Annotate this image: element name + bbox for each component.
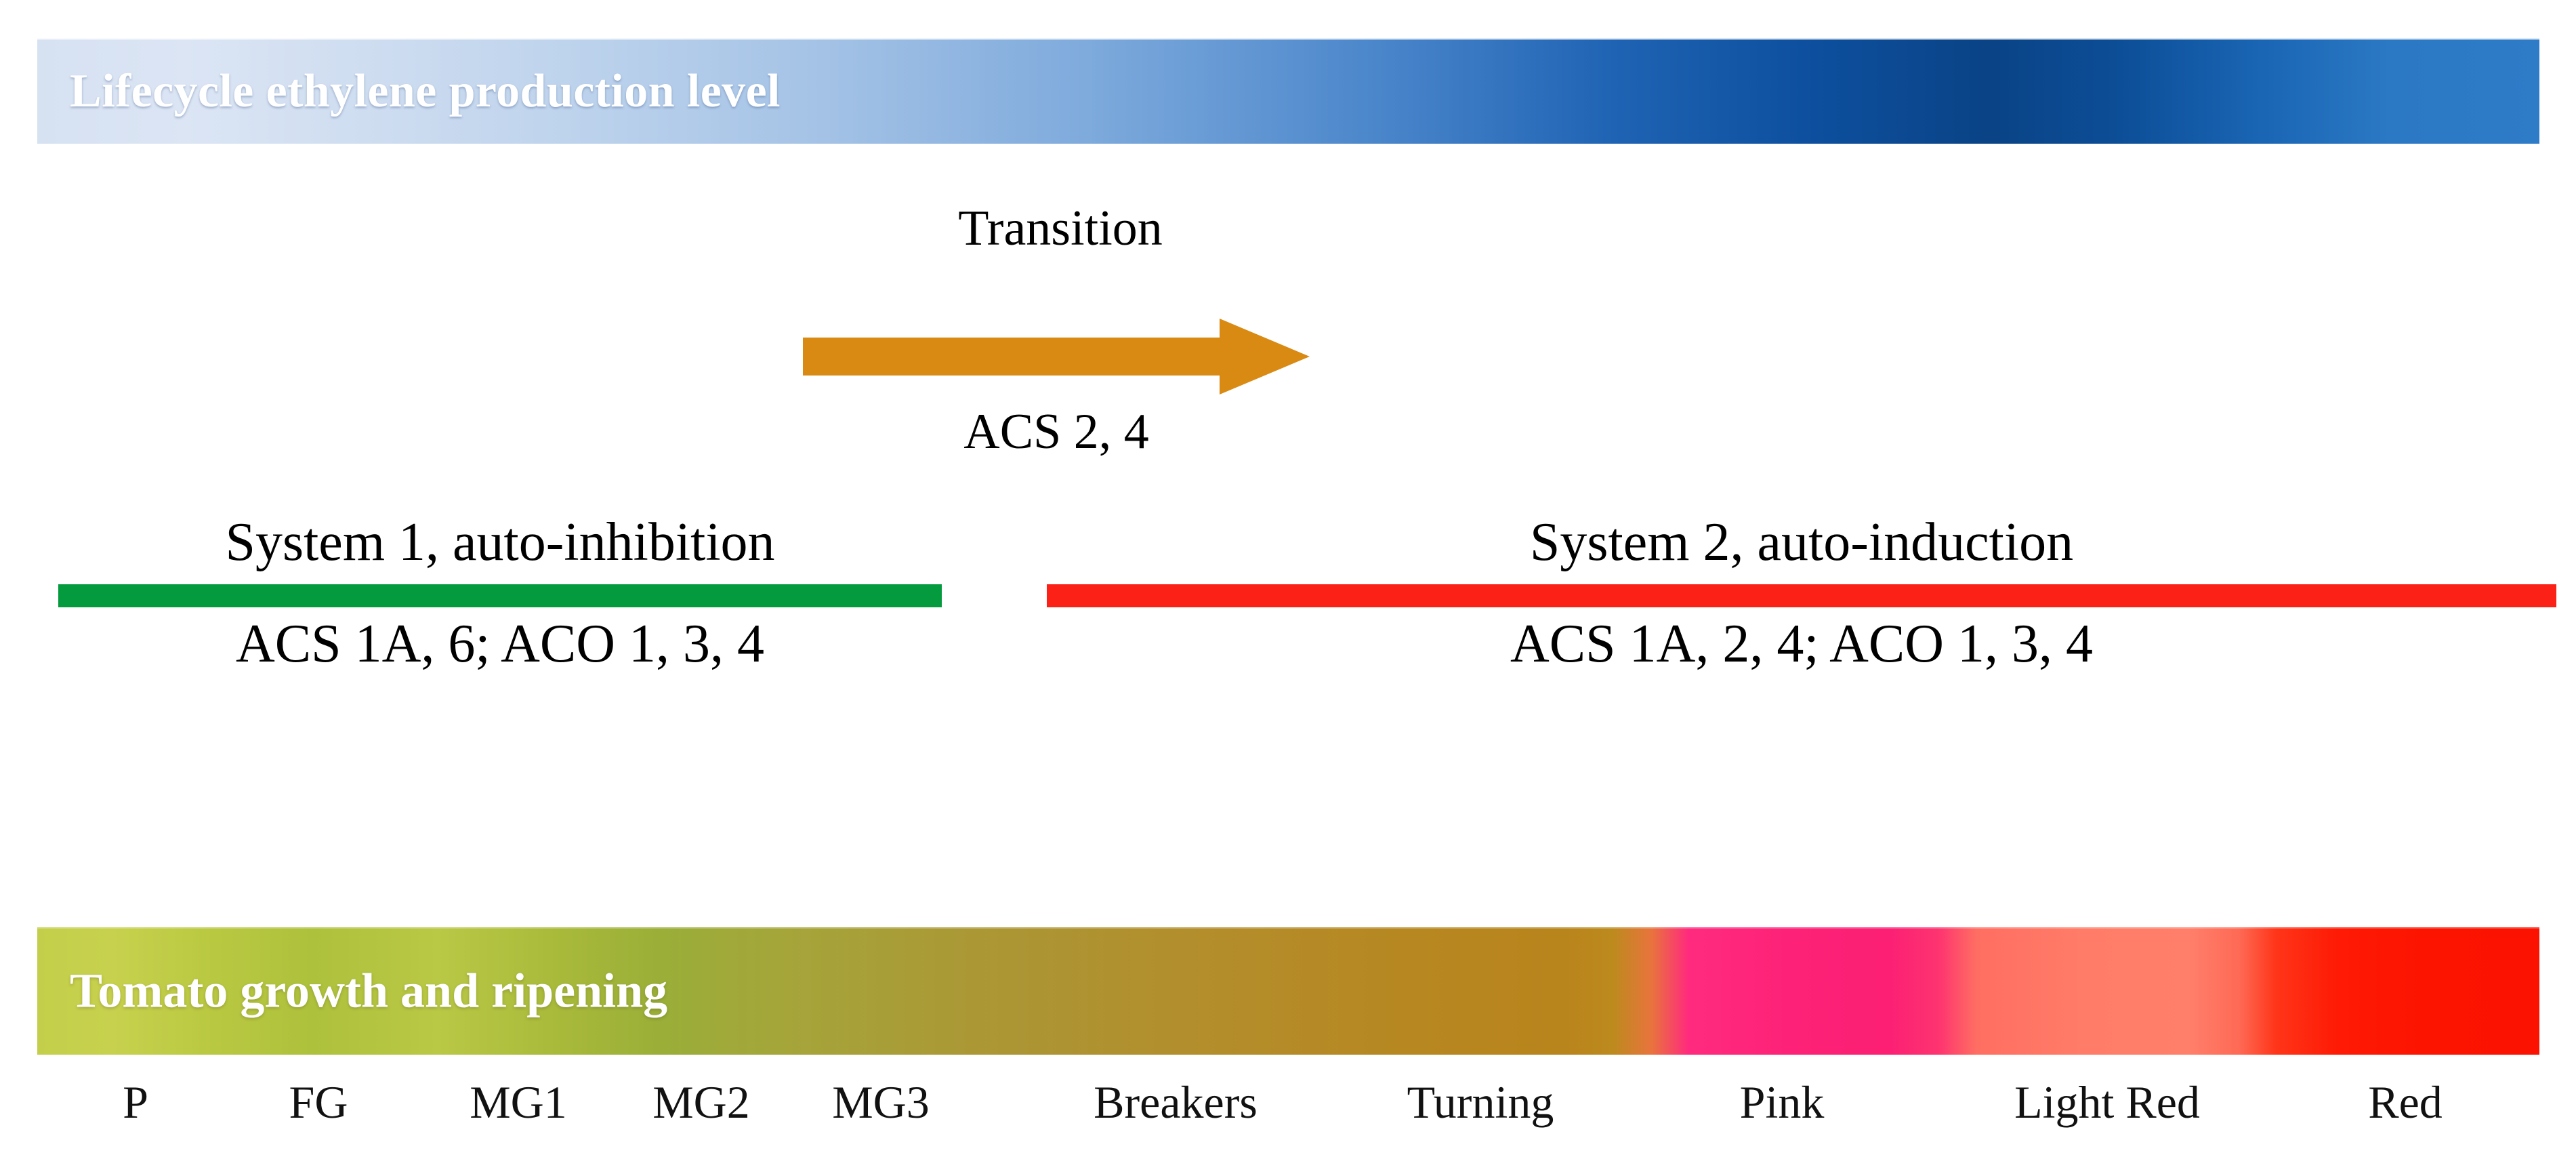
stage-label: Light Red: [2014, 1076, 2200, 1128]
system-1-genes: ACS 1A, 6; ACO 1, 3, 4: [235, 614, 765, 674]
system-2-title: System 2, auto-induction: [1529, 512, 2074, 572]
tomato-growth-banner: Tomato growth and ripening: [37, 927, 2539, 1055]
ethylene-production-banner: Lifecycle ethylene production level: [37, 39, 2539, 144]
stage-label: P: [123, 1076, 148, 1128]
transition-genes: ACS 2, 4: [963, 404, 1149, 460]
ethylene-production-label: Lifecycle ethylene production level: [70, 64, 781, 117]
stage-label: MG3: [832, 1076, 930, 1128]
system-1-rule: [58, 584, 942, 607]
stage-label: Red: [2368, 1076, 2443, 1128]
system-2-genes: ACS 1A, 2, 4; ACO 1, 3, 4: [1510, 614, 2094, 674]
transition-title: Transition: [958, 201, 1163, 256]
right-arrow-icon: [803, 319, 1310, 394]
system-2-group: System 2, auto-induction ACS 1A, 2, 4; A…: [1047, 515, 2556, 671]
stage-label: Breakers: [1094, 1076, 1258, 1128]
stage-label: MG2: [652, 1076, 750, 1128]
transition-group: Transition ACS 2, 4: [803, 201, 1318, 457]
stage-label: Pink: [1739, 1076, 1825, 1128]
system-1-group: System 1, auto-inhibition ACS 1A, 6; ACO…: [58, 515, 942, 671]
stage-label: FG: [289, 1076, 348, 1128]
system-2-rule: [1047, 584, 2556, 607]
stage-label: MG1: [470, 1076, 567, 1128]
system-1-title: System 1, auto-inhibition: [225, 512, 775, 572]
tomato-growth-label: Tomato growth and ripening: [70, 963, 668, 1018]
ripening-stage-axis: P FG MG1 MG2 MG3 Breakers Turning Pink Light Red…: [0, 1079, 2576, 1154]
stage-label: Turning: [1407, 1076, 1554, 1128]
